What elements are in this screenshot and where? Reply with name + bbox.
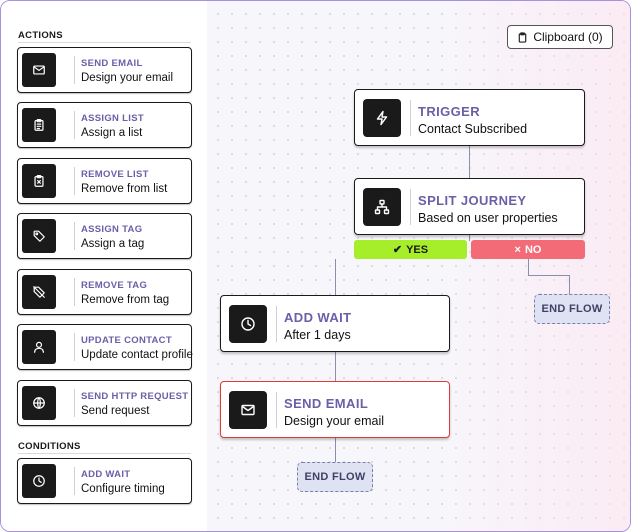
user-icon bbox=[22, 330, 56, 364]
connector-yes-down bbox=[335, 275, 336, 295]
node-subtitle: Based on user properties bbox=[418, 211, 558, 225]
action-title: ASSIGN TAG bbox=[81, 224, 143, 235]
sidebar: ACTIONS SEND EMAIL Design your email ASS… bbox=[1, 1, 207, 531]
node-title: SPLIT JOURNEY bbox=[418, 193, 527, 208]
actions-divider bbox=[18, 42, 191, 43]
connector-no-right bbox=[528, 275, 570, 276]
mail-icon bbox=[22, 53, 56, 87]
connector-no-end bbox=[569, 275, 570, 294]
connector-split-branches bbox=[469, 235, 470, 241]
clipboard-icon bbox=[519, 31, 527, 43]
tag-icon bbox=[22, 219, 56, 253]
action-subtitle: Design your email bbox=[81, 72, 174, 84]
check-icon: ✔ bbox=[392, 244, 403, 256]
node-add-wait[interactable]: ADD WAIT After 1 days bbox=[220, 295, 450, 352]
action-title: REMOVE TAG bbox=[81, 280, 148, 291]
sidebar-action-remove-tag[interactable]: REMOVE TAG Remove from tag bbox=[17, 269, 192, 315]
clipboard-label: Clipboard (0) bbox=[533, 30, 603, 44]
branch-no-label: NO bbox=[524, 243, 542, 256]
connector-wait-email bbox=[335, 352, 336, 381]
node-title: TRIGGER bbox=[418, 104, 481, 119]
node-trigger[interactable]: TRIGGER Contact Subscribed bbox=[354, 89, 585, 146]
condition-title: ADD WAIT bbox=[81, 469, 131, 480]
node-title: SEND EMAIL bbox=[284, 396, 369, 411]
sitemap-icon bbox=[363, 188, 401, 226]
clipboard-list-icon bbox=[22, 108, 56, 142]
action-title: SEND HTTP REQUEST bbox=[81, 391, 189, 402]
close-icon: × bbox=[514, 243, 521, 256]
action-subtitle: Send request bbox=[81, 405, 150, 417]
action-subtitle: Update contact profile bbox=[81, 349, 193, 361]
branch-no[interactable]: × NO bbox=[471, 240, 585, 259]
action-title: UPDATE CONTACT bbox=[81, 335, 172, 346]
node-send-email[interactable]: SEND EMAIL Design your email bbox=[220, 381, 450, 438]
end-flow-no-branch: END FLOW bbox=[534, 294, 610, 324]
node-split-journey[interactable]: SPLIT JOURNEY Based on user properties bbox=[354, 178, 585, 235]
action-subtitle: Assign a tag bbox=[81, 238, 145, 250]
node-title: ADD WAIT bbox=[284, 310, 352, 325]
action-title: ASSIGN LIST bbox=[81, 113, 144, 124]
clipboard-x-icon bbox=[22, 164, 56, 198]
node-subtitle: Design your email bbox=[284, 414, 385, 428]
conditions-divider bbox=[18, 453, 191, 454]
flow-canvas[interactable]: Clipboard (0) TRIGGER Contact Subscribed… bbox=[207, 1, 630, 531]
tag-off-icon bbox=[22, 275, 56, 309]
node-subtitle: Contact Subscribed bbox=[418, 122, 528, 136]
action-subtitle: Assign a list bbox=[81, 127, 143, 139]
globe-icon bbox=[22, 386, 56, 420]
action-title: SEND EMAIL bbox=[81, 58, 143, 69]
end-flow-yes-branch: END FLOW bbox=[297, 462, 373, 492]
clock-icon bbox=[229, 305, 267, 343]
branch-yes-label: YES bbox=[406, 243, 429, 256]
clipboard-button[interactable]: Clipboard (0) bbox=[507, 25, 613, 49]
sidebar-action-remove-list[interactable]: REMOVE LIST Remove from list bbox=[17, 158, 192, 204]
clock-icon bbox=[22, 464, 56, 498]
action-subtitle: Remove from list bbox=[81, 183, 168, 195]
connector-yes-up bbox=[335, 259, 336, 276]
sidebar-condition-add-wait[interactable]: ADD WAIT Configure timing bbox=[17, 458, 192, 504]
connector-trigger-split bbox=[469, 146, 470, 179]
action-title: REMOVE LIST bbox=[81, 169, 149, 180]
sidebar-action-assign-list[interactable]: ASSIGN LIST Assign a list bbox=[17, 102, 192, 148]
node-subtitle: After 1 days bbox=[284, 328, 351, 342]
conditions-section-title: CONDITIONS bbox=[18, 441, 81, 452]
branch-yes[interactable]: ✔ YES bbox=[354, 240, 467, 259]
connector-email-end bbox=[335, 438, 336, 463]
mail-icon bbox=[229, 391, 267, 429]
action-subtitle: Remove from tag bbox=[81, 294, 170, 306]
actions-section-title: ACTIONS bbox=[18, 30, 63, 41]
sidebar-action-assign-tag[interactable]: ASSIGN TAG Assign a tag bbox=[17, 213, 192, 259]
sidebar-action-send-email[interactable]: SEND EMAIL Design your email bbox=[17, 47, 192, 93]
lightning-icon bbox=[363, 99, 401, 137]
condition-subtitle: Configure timing bbox=[81, 483, 165, 495]
connector-no-down bbox=[528, 259, 529, 276]
sidebar-action-send-http-request[interactable]: SEND HTTP REQUEST Send request bbox=[17, 380, 192, 426]
sidebar-action-update-contact[interactable]: UPDATE CONTACT Update contact profile bbox=[17, 324, 193, 370]
